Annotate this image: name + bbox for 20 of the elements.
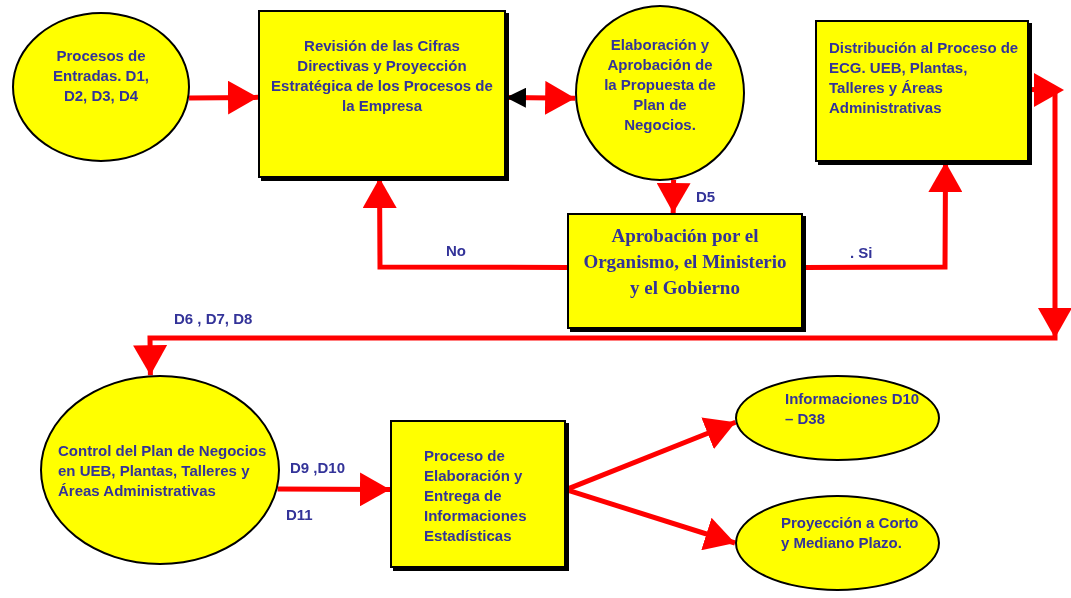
node-text: Aprobación por el Organismo, el Ministerio y el Gobierno [582, 224, 788, 300]
node-text: Elaboración y Aprobación de la Propuesta de Plan de Negocios. [603, 35, 717, 135]
arrow [277, 472, 390, 507]
arrow [656, 179, 691, 214]
node-text: Revisión de las Cifras Directivas y Proyección Estratégica de los Procesos de la Empresa [270, 36, 494, 116]
arrow [189, 80, 259, 115]
arrow [133, 73, 1071, 376]
node-text: Proceso de Elaboración y Entrega de Informaciones Estadísticas [424, 446, 528, 546]
process-box [390, 420, 566, 568]
node-text: Informaciones D10 – D38 [785, 389, 921, 429]
process-box [567, 213, 803, 329]
process-box [258, 10, 506, 178]
arrow [362, 178, 567, 270]
process-box [815, 20, 1029, 162]
node-text: Distribución al Proceso de ECG. UEB, Plantas, Talleres y Áreas Administrativas [829, 38, 1019, 118]
node-text: Proyección a Corto y Mediano Plazo. [781, 513, 920, 553]
node-text: Control del Plan de Negocios en UEB, Plantas, Talleres y Áreas Administrativas [58, 441, 268, 501]
flow-label: D11 [286, 506, 313, 524]
node-text: Procesos de Entradas. D1, D2, D3, D4 [52, 46, 150, 106]
arrow [803, 162, 963, 270]
